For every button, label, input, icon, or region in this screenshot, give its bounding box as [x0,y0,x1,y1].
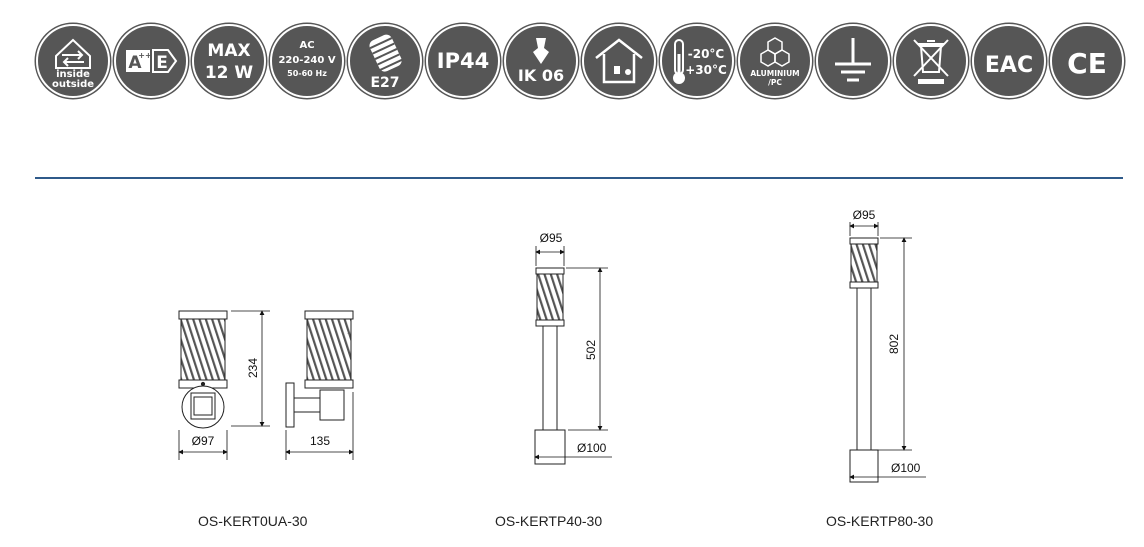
ce-mark-icon: CE [1050,24,1124,98]
short-bollard-height-label: 502 [584,340,598,360]
wall-lamp-front-view [178,310,228,429]
material-icon: ALUMINIUM /PC [738,24,812,98]
temp-min-label: -20°C [688,47,725,61]
ground-icon [816,24,890,98]
tall-bollard-base-diameter-label: Ø100 [891,461,921,475]
impact-icon [533,38,549,64]
wall-lamp-diameter-label: Ø97 [192,434,215,448]
eac-label: EAC [985,53,1033,78]
ip-label: IP44 [437,49,489,73]
max-power-icon: MAX 12 W [192,24,266,98]
material-line1: ALUMINIUM [750,69,799,78]
socket-label: E27 [370,75,399,91]
short-bollard-base-diameter-label: Ø100 [577,441,607,455]
wall-lamp-height-label: 234 [246,358,260,378]
temp-max-label: +30°C [685,63,727,77]
ip-rating-icon: IP44 [426,24,500,98]
short-bollard-dimensions [534,246,612,460]
section-divider [35,177,1123,179]
eac-mark-icon: EAC [972,24,1046,98]
voltage-icon: AC 220-240 V 50-60 Hz [270,24,344,98]
house-arrows-icon: inside outside [52,38,94,90]
cubes-icon [760,37,790,67]
thermometer-icon [673,39,685,84]
material-line2: /PC [768,78,782,87]
ce-label: CE [1067,47,1107,80]
wall-lamp-depth-label: 135 [310,434,330,448]
weee-bin-icon [894,24,968,98]
voltage-frequency-label: 50-60 Hz [287,69,327,78]
ik-rating-icon: IK 06 [504,24,578,98]
energy-a-label: A [128,53,142,73]
wall-lamp-side-view [285,310,354,428]
power-watt-label: 12 W [205,63,254,83]
tall-bollard-height-label: 802 [887,334,901,354]
tall-bollard-dimensions [849,222,926,480]
temperature-range-icon: -20°C +30°C [660,24,734,98]
energy-plus-label: ++ [138,51,151,60]
energy-e-label: E [156,53,168,73]
product-name-tall-bollard: OS-KERTP80-30 [826,513,934,529]
ik-label: IK 06 [518,66,564,85]
screw-thread-icon [369,34,403,72]
voltage-ac-label: AC [299,40,314,51]
roof-mount-icon [582,24,656,98]
voltage-range-label: 220-240 V [278,55,335,66]
tall-bollard-top-diameter-label: Ø95 [853,208,876,222]
product-name-short-bollard: OS-KERTP40-30 [495,513,603,529]
inside-label: inside [56,69,90,80]
e27-socket-icon: E27 [348,24,422,98]
outside-label: outside [52,79,94,90]
inside-outside-icon: inside outside [36,24,110,98]
short-bollard-top-diameter-label: Ø95 [540,231,563,245]
power-max-label: MAX [207,41,250,61]
tall-bollard-view [849,237,879,483]
wall-lamp-dimensions [178,310,354,460]
product-name-wall-lamp: OS-KERT0UA-30 [198,513,308,529]
short-bollard-view [534,267,566,465]
energy-class-icon: A ++ E [114,24,188,98]
